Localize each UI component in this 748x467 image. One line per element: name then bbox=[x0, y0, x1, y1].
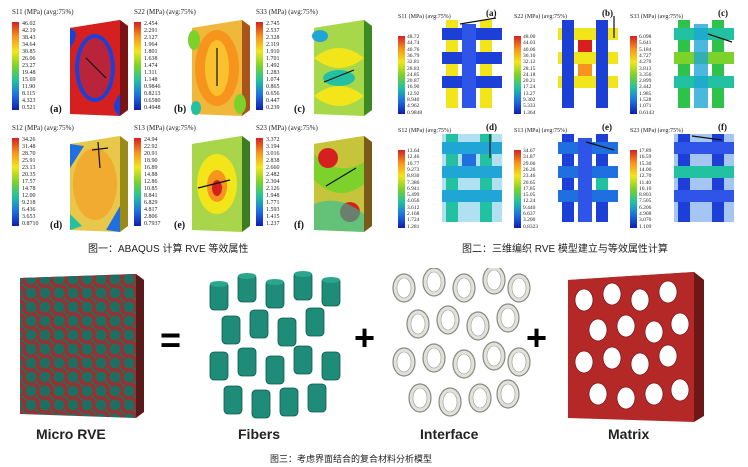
braid-contour-f bbox=[674, 134, 734, 222]
interface-model bbox=[392, 268, 531, 417]
fibers-model bbox=[209, 271, 341, 419]
color-bar bbox=[12, 138, 19, 226]
color-bar bbox=[630, 36, 637, 114]
panel-label: (e) bbox=[602, 122, 612, 132]
plus-sign: + bbox=[526, 317, 548, 358]
color-bar bbox=[256, 22, 263, 110]
braid-contour-d bbox=[442, 134, 502, 222]
braid-contour-c bbox=[674, 20, 734, 108]
micro-rve-block bbox=[20, 274, 144, 418]
color-bar bbox=[398, 150, 405, 228]
color-bar bbox=[12, 22, 19, 110]
legend-title: S22 (MPa) (avg:75%) bbox=[134, 8, 196, 16]
color-bar bbox=[514, 150, 521, 228]
braid-contour-a bbox=[442, 17, 502, 108]
panel-label: (d) bbox=[50, 220, 63, 231]
legend-title: S13 (MPa) (avg:75%) bbox=[514, 128, 567, 134]
label-micro-rve: Micro RVE bbox=[36, 426, 106, 442]
legend-title: S33 (MPa) (avg:75%) bbox=[256, 8, 318, 16]
color-bar bbox=[514, 36, 521, 114]
rve-contour-c bbox=[312, 20, 372, 116]
color-bar bbox=[398, 36, 405, 114]
panel-label: (f) bbox=[294, 220, 304, 231]
panel-label: (d) bbox=[486, 122, 497, 132]
label-matrix: Matrix bbox=[608, 426, 650, 442]
legend-title: S11 (MPa) (avg:75%) bbox=[12, 8, 74, 16]
legend-title: S12 (MPa) (avg:75%) bbox=[398, 128, 451, 134]
equals-sign: = bbox=[160, 319, 182, 360]
color-bar bbox=[630, 150, 637, 228]
legend-title: S33 (MPa) (avg:75%) bbox=[630, 14, 683, 20]
color-bar bbox=[134, 138, 141, 226]
plus-sign: + bbox=[354, 317, 376, 358]
panel-label: (b) bbox=[174, 104, 187, 115]
label-fibers: Fibers bbox=[238, 426, 281, 442]
rve-contour-f bbox=[314, 136, 372, 232]
legend-title: S12 (MPa) (avg:75%) bbox=[12, 124, 74, 132]
legend-title: S23 (MPa) (avg:75%) bbox=[256, 124, 318, 132]
rve-contour-e bbox=[192, 136, 250, 232]
figure1-caption: 图一：ABAQUS 计算 RVE 等效属性 bbox=[88, 244, 249, 255]
label-interface: Interface bbox=[420, 426, 479, 442]
rve-contour-b bbox=[188, 20, 250, 116]
color-bar bbox=[256, 138, 263, 226]
legend-title: S13 (MPa) (avg:75%) bbox=[134, 124, 196, 132]
panel-label: (f) bbox=[718, 122, 727, 132]
figure3-caption: 图三：考虑界面结合的复合材料分析模型 bbox=[270, 454, 433, 464]
panel-label: (e) bbox=[174, 220, 186, 231]
color-bar bbox=[134, 22, 141, 110]
panel-label: (c) bbox=[718, 8, 728, 18]
rve-contour-a bbox=[70, 20, 128, 116]
braid-contour-e bbox=[558, 134, 618, 222]
panel-label: (a) bbox=[50, 104, 62, 115]
matrix-model bbox=[568, 272, 704, 422]
legend-title: S23 (MPa) (avg:75%) bbox=[630, 128, 683, 134]
braid-contour-b bbox=[558, 16, 618, 108]
legend-title: S22 (MPa) (avg:75%) bbox=[514, 14, 567, 20]
figure2-caption: 图二：三维编织 RVE 模型建立与等效属性计算 bbox=[462, 244, 668, 255]
panel-label: (c) bbox=[294, 104, 306, 115]
rve-contour-d bbox=[70, 136, 128, 232]
panel-label: (a) bbox=[486, 8, 497, 18]
panel-label: (b) bbox=[602, 8, 613, 18]
legend-title: S11 (MPa) (avg:75%) bbox=[398, 14, 451, 20]
